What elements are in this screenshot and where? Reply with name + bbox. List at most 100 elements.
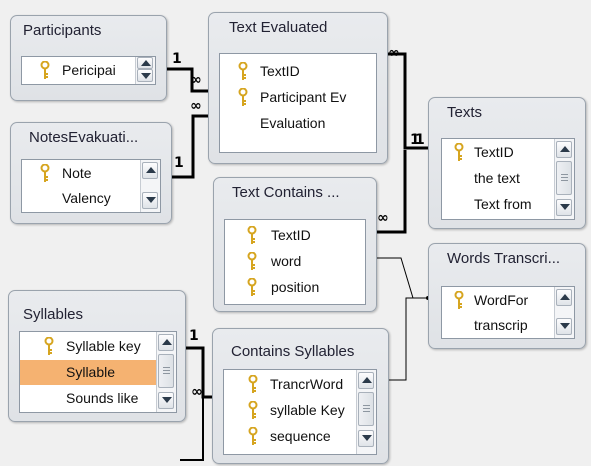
scroll-thumb[interactable] <box>158 354 174 388</box>
field-label: word <box>271 253 302 269</box>
arrow-up-icon <box>362 377 372 383</box>
field-row[interactable]: Text from <box>442 192 554 217</box>
table-title[interactable]: Contains Syllables <box>231 343 355 360</box>
arrow-down-icon <box>560 204 570 210</box>
scroll-up-button[interactable] <box>142 162 158 179</box>
field-row[interactable]: TextID <box>442 140 554 165</box>
field-list[interactable]: Note Valency <box>21 159 161 213</box>
table-notes-evaluation[interactable]: NotesEvakuati... Note Valency <box>10 122 172 224</box>
table-title[interactable]: Texts <box>447 104 483 121</box>
table-text-evaluated[interactable]: Text Evaluated TextID Participant Ev Eva… <box>208 12 388 164</box>
field-row[interactable]: transcrip <box>442 313 554 338</box>
field-row[interactable]: word <box>225 249 365 274</box>
field-row[interactable]: Note <box>22 161 140 186</box>
scroll-thumb[interactable] <box>358 392 374 426</box>
table-title[interactable]: NotesEvakuati... <box>29 129 139 146</box>
grip-line <box>561 177 568 178</box>
grip-line <box>561 180 568 181</box>
table-words-transcription[interactable]: Words Transcri... WordFor transcrip <box>428 243 586 349</box>
table-title[interactable]: Words Transcri... <box>447 250 561 267</box>
scroll-up-button[interactable] <box>556 141 572 158</box>
scrollbar[interactable] <box>554 139 574 219</box>
field-list[interactable]: Syllable key Syllable Sounds like <box>19 331 177 413</box>
field-label: Note <box>62 165 92 181</box>
field-row[interactable]: Sounds like <box>20 386 156 411</box>
scroll-up-button[interactable] <box>358 372 374 389</box>
field-row[interactable]: Valency <box>22 186 140 211</box>
key-icon <box>454 143 464 161</box>
field-row[interactable]: position <box>225 275 365 300</box>
arrow-up-icon <box>146 167 156 173</box>
table-texts[interactable]: Texts TextID the text Text from <box>428 97 586 229</box>
key-icon <box>44 337 54 355</box>
grip-line <box>561 174 568 175</box>
field-label: Syllable <box>66 364 116 380</box>
field-row[interactable]: the text <box>442 166 554 191</box>
cardinality-many: ∞ <box>190 98 202 114</box>
arrow-up-icon <box>560 146 570 152</box>
field-list[interactable]: WordFor transcrip <box>441 286 575 339</box>
cardinality-many: ∞ <box>377 210 389 226</box>
field-row[interactable]: Pericipai <box>22 58 135 83</box>
grip-line <box>163 367 170 368</box>
field-list[interactable]: TrancrWord syllable Key sequence <box>223 369 377 455</box>
grip-line <box>363 411 370 412</box>
scroll-down-button[interactable] <box>358 430 374 447</box>
field-row[interactable]: syllable Key <box>224 398 356 423</box>
scroll-up-button[interactable] <box>556 289 572 306</box>
scroll-down-button[interactable] <box>556 318 572 335</box>
table-title[interactable]: Syllables <box>23 306 84 323</box>
field-label: position <box>271 279 320 295</box>
scroll-down-button[interactable] <box>158 392 174 409</box>
scrollbar[interactable] <box>156 332 176 412</box>
scroll-thumb[interactable] <box>556 161 572 195</box>
field-label: TextID <box>474 144 514 160</box>
field-label: TrancrWord <box>270 376 344 392</box>
field-row-selected[interactable]: Syllable <box>20 360 156 385</box>
grip-line <box>163 370 170 371</box>
field-list[interactable]: TextID the text Text from <box>441 138 575 220</box>
grip-line <box>163 373 170 374</box>
table-title[interactable]: Text Contains ... <box>232 184 340 201</box>
key-icon <box>247 226 257 244</box>
field-list[interactable]: TextID Participant Ev Evaluation <box>219 53 377 153</box>
field-row[interactable]: TextID <box>225 223 365 248</box>
key-icon <box>238 62 248 80</box>
field-row[interactable]: WordFor <box>442 288 554 313</box>
scroll-up-button[interactable] <box>137 57 153 69</box>
key-icon <box>238 88 248 106</box>
arrow-up-icon <box>162 339 172 345</box>
rel-textcontains-words <box>375 257 428 299</box>
field-row[interactable]: TextID <box>220 59 376 84</box>
scroll-down-button[interactable] <box>556 199 572 216</box>
table-participants[interactable]: Participants Pericipai <box>10 15 167 101</box>
scrollbar[interactable] <box>140 160 160 212</box>
field-label: the text <box>474 170 520 186</box>
field-row[interactable]: TrancrWord <box>224 372 356 397</box>
arrow-down-icon <box>162 397 172 403</box>
field-row[interactable]: Evaluation <box>220 111 376 136</box>
field-label: Text from <box>474 196 532 212</box>
key-icon <box>40 61 50 79</box>
table-contains-syllables[interactable]: Contains Syllables TrancrWord syllable K… <box>212 328 389 464</box>
table-title[interactable]: Text Evaluated <box>229 19 328 36</box>
table-text-contains[interactable]: Text Contains ... TextID word position <box>213 177 377 312</box>
scroll-up-button[interactable] <box>158 334 174 351</box>
table-syllables[interactable]: Syllables Syllable key Syllable Sounds l… <box>8 290 186 422</box>
field-row[interactable]: Participant Ev <box>220 85 376 110</box>
scrollbar[interactable] <box>135 57 155 84</box>
field-label: Participant Ev <box>260 89 347 105</box>
scroll-down-button[interactable] <box>137 69 153 82</box>
scroll-down-button[interactable] <box>142 192 158 209</box>
field-row[interactable]: sequence <box>224 424 356 449</box>
field-label: Evaluation <box>260 115 326 131</box>
table-title[interactable]: Participants <box>23 22 102 39</box>
cardinality-many: ∞ <box>388 45 400 61</box>
scrollbar[interactable] <box>356 370 376 454</box>
field-list[interactable]: TextID word position <box>224 219 366 305</box>
field-row[interactable]: Syllable key <box>20 334 156 359</box>
cardinality-one: 1 <box>189 328 199 344</box>
scrollbar[interactable] <box>554 287 574 338</box>
field-list[interactable]: Pericipai <box>21 56 156 85</box>
